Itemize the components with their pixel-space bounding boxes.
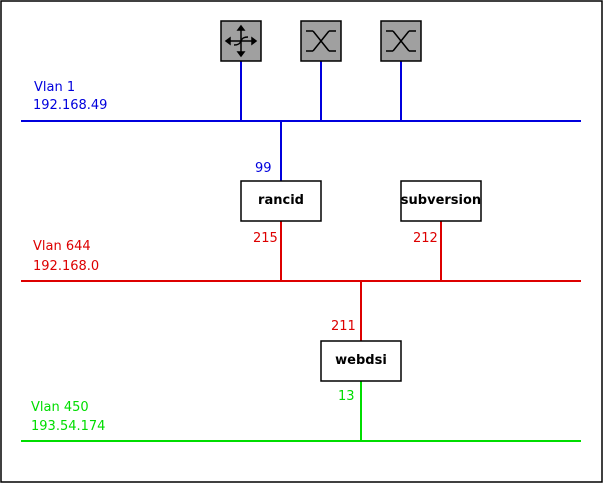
vlan1-network: Vlan 1 192.168.49 99 xyxy=(21,61,581,181)
subversion-vlan644-address: 212 xyxy=(413,231,438,246)
host-subversion-label: subversion xyxy=(401,193,481,208)
webdsi-vlan644-address: 211 xyxy=(331,319,356,334)
webdsi-vlan450-address: 13 xyxy=(338,389,355,404)
switch-icon xyxy=(386,30,416,52)
vlan450-network: Vlan 450 193.54.174 13 xyxy=(21,381,581,442)
rancid-vlan1-address: 99 xyxy=(255,161,272,176)
vlan1-subnet: 192.168.49 xyxy=(33,98,107,113)
host-webdsi-label: webdsi xyxy=(335,353,387,368)
host-subversion[interactable]: subversion xyxy=(400,180,482,222)
switch-1-device[interactable] xyxy=(300,20,342,62)
vlan450-name: Vlan 450 xyxy=(31,400,89,415)
vlan450-subnet: 193.54.174 xyxy=(31,419,105,434)
host-rancid[interactable]: rancid xyxy=(240,180,322,222)
host-rancid-label: rancid xyxy=(258,193,304,208)
rancid-vlan644-address: 215 xyxy=(253,231,278,246)
switch-2-device[interactable] xyxy=(380,20,422,62)
vlan644-network: Vlan 644 192.168.0 215 212 211 xyxy=(21,221,581,341)
router-device[interactable] xyxy=(220,20,262,62)
vlan644-subnet: 192.168.0 xyxy=(33,259,99,274)
host-webdsi[interactable]: webdsi xyxy=(320,340,402,382)
router-icon xyxy=(224,24,258,58)
switch-icon xyxy=(306,30,336,52)
vlan1-name: Vlan 1 xyxy=(34,80,75,95)
vlan644-name: Vlan 644 xyxy=(33,239,91,254)
